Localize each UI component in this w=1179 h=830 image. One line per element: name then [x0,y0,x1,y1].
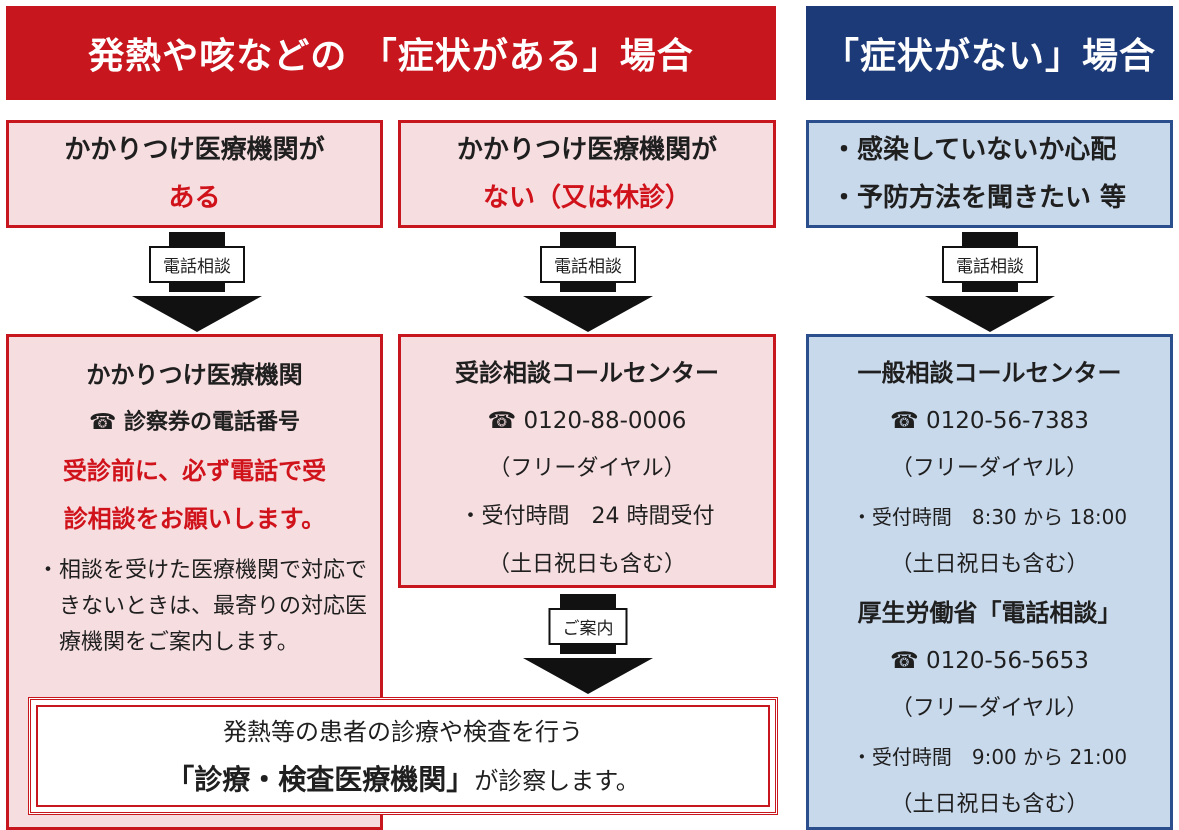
consultation-center-holidays: （土日祝日も含む） [487,552,686,577]
condition-no-doctor-line1: かかりつけ医療機関が [456,135,718,165]
header-symptoms: 発熱や咳などの 「症状がある」場合 [6,6,776,100]
mhlw-hours: ・受付時間 9:00 から 21:00 [851,745,1128,769]
arrow-head [132,296,262,332]
condition-no-symptoms-line1: ・感染していないか心配 [831,135,1117,165]
warning-line2: 診相談をお願いします。 [63,505,326,533]
testing-facility-box: 発熱等の患者の診療や検査を行う 「診療・検査医療機関」が診察します。 [28,697,778,815]
general-center-title: 一般相談コールセンター [857,359,1122,387]
arrow-label: 電話相談 [149,246,245,283]
condition-no-doctor-line2: ない（又は休診） [482,183,691,213]
general-center-holidays: （土日祝日も含む） [890,552,1089,577]
condition-has-doctor: かかりつけ医療機関が ある [6,120,383,228]
testing-facility-line1: 発熱等の患者の診療や検査を行う [223,717,583,746]
mhlw-phone: ☎ 0120-56-5653 [890,648,1089,674]
mhlw-holidays: （土日祝日も含む） [890,792,1089,817]
consultation-center-phone: ☎ 0120-88-0006 [487,408,687,434]
testing-facility-name: 「診療・検査医療機関」 [166,762,475,796]
testing-facility-line2: 「診療・検査医療機関」が診察します。 [166,756,640,805]
arrow-phone-consult-3: 電話相談 [925,232,1055,332]
arrow-head [925,296,1055,332]
mhlw-title: 厚生労働省「電話相談」 [857,599,1122,627]
referral-note: ・相談を受けた医療機関で対応できないときは、最寄りの対応医療機関をご案内します。 [37,558,368,655]
family-doctor-title: かかりつけ医療機関 [86,361,303,389]
arrow-phone-consult-1: 電話相談 [132,232,262,332]
mhlw-free-dial: （フリーダイヤル） [890,696,1089,721]
condition-no-symptoms-line2: ・予防方法を聞きたい 等 [831,183,1127,213]
header-no-symptoms: 「症状がない」場合 [806,6,1173,100]
consultation-center-hours: ・受付時間 24 時間受付 [459,504,715,529]
consultation-center-title: 受診相談コールセンター [455,359,719,387]
arrow-label: 電話相談 [540,246,636,283]
condition-no-symptoms: ・感染していないか心配 ・予防方法を聞きたい 等 [806,120,1173,228]
arrow-label: 電話相談 [942,246,1038,283]
arrow-phone-consult-2: 電話相談 [523,232,653,332]
general-center-phone: ☎ 0120-56-7383 [890,408,1089,434]
condition-has-doctor-line1: かかりつけ医療機関が [64,135,325,165]
arrow-head [523,658,653,694]
general-call-center-box: 一般相談コールセンター ☎ 0120-56-7383 （フリーダイヤル） ・受付… [806,334,1173,830]
testing-facility-rest: が診察します。 [474,766,640,795]
condition-has-doctor-line2: ある [168,183,221,213]
warning-line1: 受診前に、必ず電話で受 [62,457,327,485]
family-doctor-phone: ☎ 診察券の電話番号 [88,410,301,435]
general-center-free-dial: （フリーダイヤル） [890,456,1089,481]
consultation-center-free-dial: （フリーダイヤル） [488,456,686,481]
arrow-guidance: ご案内 [523,594,653,694]
condition-no-doctor: かかりつけ医療機関が ない（又は休診） [398,120,776,228]
consultation-call-center-box: 受診相談コールセンター ☎ 0120-88-0006 （フリーダイヤル） ・受付… [398,334,776,588]
arrow-head [523,296,653,332]
general-center-hours: ・受付時間 8:30 から 18:00 [851,505,1128,529]
arrow-label: ご案内 [548,608,628,645]
